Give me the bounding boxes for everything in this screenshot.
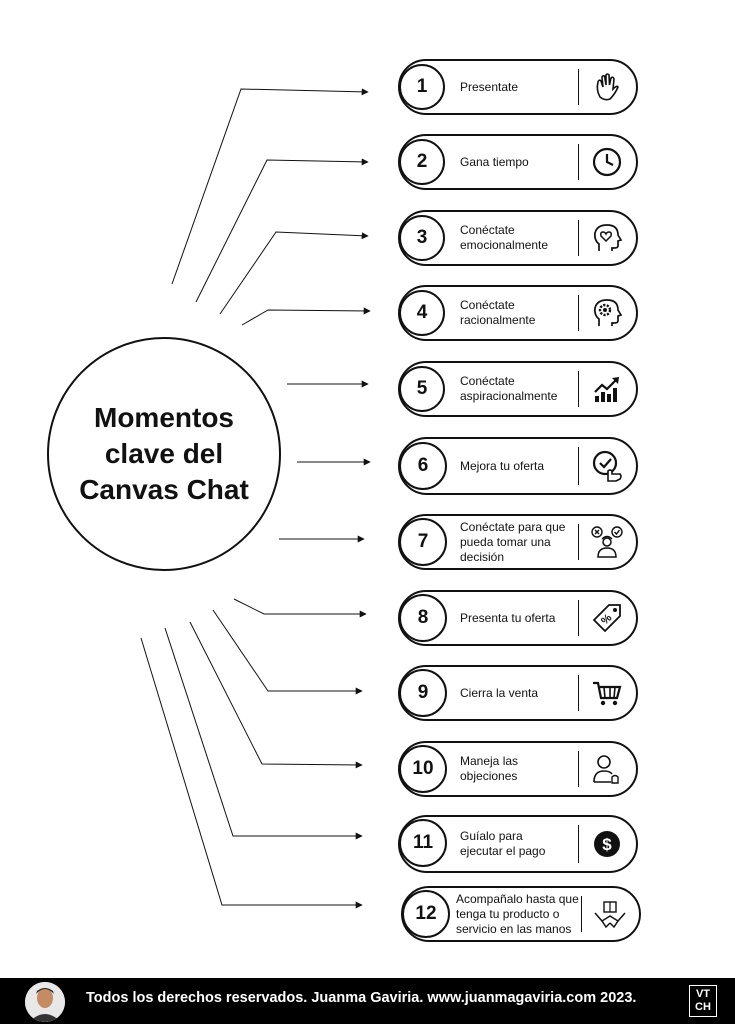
step-label-line: Acompañalo hasta que <box>456 891 579 906</box>
clock-icon <box>590 145 624 179</box>
step-divider <box>578 220 579 256</box>
center-title-line: Canvas Chat <box>79 474 249 505</box>
connector-lines <box>140 88 371 909</box>
step-9-label: Cierra la venta <box>460 665 572 721</box>
connector-4 <box>241 307 371 326</box>
step-label-line: servicio en las manos <box>456 921 572 936</box>
connector-2 <box>195 158 369 303</box>
step-label-line: Conéctate para que <box>460 519 566 534</box>
step-8-label: Presenta tu oferta <box>460 590 572 646</box>
connector-9 <box>212 609 363 695</box>
dollar-coin-icon: $ <box>590 827 624 861</box>
step-label-line: pueda tomar una <box>460 534 551 549</box>
step-8-number: 8 <box>399 594 447 642</box>
connector-10 <box>189 621 363 769</box>
step-9-number: 9 <box>399 669 447 717</box>
author-avatar <box>25 982 65 1022</box>
step-label-line: decisión <box>460 549 505 564</box>
copyright-text: Todos los derechos reservados. Juanma Ga… <box>86 990 637 1006</box>
step-label-line: Maneja las <box>460 754 519 768</box>
waving-hand-icon <box>590 70 624 104</box>
step-label-line: Presentate <box>460 79 519 94</box>
step-divider <box>578 675 579 711</box>
growth-chart-icon <box>590 372 624 406</box>
step-4-number: 4 <box>399 290 445 336</box>
step-label-line: Guíalo para <box>460 829 523 843</box>
svg-text:%: % <box>599 612 615 628</box>
brand-logo: VT CH <box>689 985 717 1017</box>
step-label-line: aspiracionalmente <box>460 389 558 403</box>
step-12-number: 12 <box>402 890 450 938</box>
step-1-label: Presentate <box>460 59 572 115</box>
step-label-line: Conéctate <box>460 223 515 237</box>
center-title: Momentos clave del Canvas Chat <box>48 338 280 570</box>
step-6-label: Mejora tu oferta <box>460 437 572 495</box>
connector-1 <box>171 88 369 285</box>
step-divider <box>578 600 579 636</box>
step-divider <box>578 825 579 863</box>
step-6-number: 6 <box>399 442 447 490</box>
step-divider <box>578 751 579 787</box>
center-title-line: clave del <box>104 438 224 469</box>
step-label-line: Mejora tu oferta <box>460 458 545 473</box>
step-label-line: emocionalmente <box>460 238 549 252</box>
step-label-line: racionalmente <box>460 313 536 327</box>
center-title-line: Momentos <box>94 402 234 433</box>
step-7-number: 7 <box>399 518 447 566</box>
step-label-line: ejecutar el pago <box>460 844 546 858</box>
connector-8 <box>233 598 367 618</box>
step-2-number: 2 <box>399 139 445 185</box>
head-heart-icon <box>590 221 624 255</box>
hands-gift-icon <box>593 897 627 931</box>
step-divider <box>578 524 579 560</box>
step-label-line: Cierra la venta <box>460 685 539 700</box>
connector-11 <box>164 627 363 840</box>
step-label-line: Presenta tu oferta <box>460 610 556 625</box>
step-1-number: 1 <box>399 64 445 110</box>
shopping-cart-icon <box>590 676 624 710</box>
user-hand-icon <box>590 752 624 786</box>
step-2-label: Gana tiempo <box>460 134 572 190</box>
step-3-number: 3 <box>399 215 445 261</box>
decision-person-icon <box>590 525 624 559</box>
center-circle <box>47 337 281 571</box>
footer-bar <box>0 978 735 1024</box>
step-divider <box>578 447 579 485</box>
step-divider <box>578 144 579 180</box>
step-5-number: 5 <box>399 366 445 412</box>
step-label-line: Conéctate <box>460 374 515 388</box>
svg-text:$: $ <box>602 835 612 854</box>
check-hand-icon <box>590 449 624 483</box>
step-divider <box>578 371 579 407</box>
step-label-line: Gana tiempo <box>460 154 529 169</box>
step-divider <box>581 896 582 932</box>
connector-12 <box>140 637 363 909</box>
step-11-number: 11 <box>399 819 447 867</box>
step-label-line: Conéctate <box>460 298 515 312</box>
price-tag-icon: % <box>590 601 624 635</box>
step-label-line: tenga tu producto o <box>456 906 560 921</box>
head-gear-icon <box>590 296 624 330</box>
connector-3 <box>219 231 369 315</box>
step-10-number: 10 <box>399 745 447 793</box>
step-divider <box>578 69 579 105</box>
step-label-line: objeciones <box>460 769 518 783</box>
step-divider <box>578 295 579 331</box>
